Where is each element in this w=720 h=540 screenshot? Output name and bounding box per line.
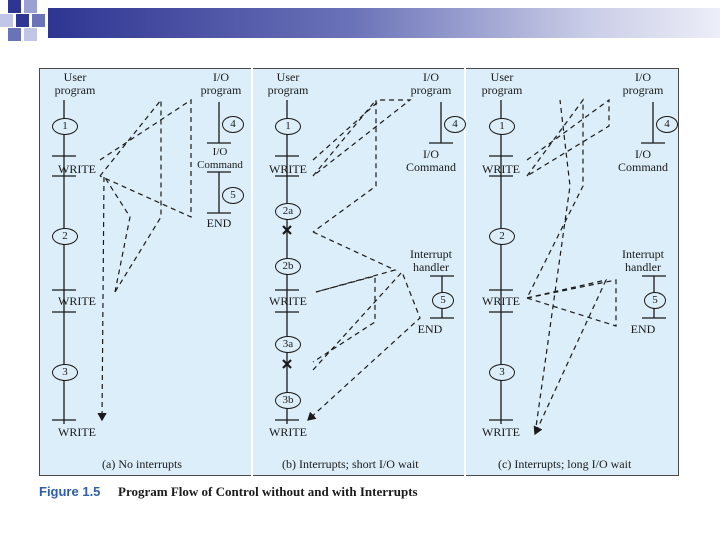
step-marker: 3b [275, 392, 301, 409]
write-label: WRITE [58, 162, 96, 176]
figure-label: Figure 1.5 [39, 484, 101, 499]
step-marker: 5 [432, 292, 454, 309]
step-marker: 4 [444, 116, 466, 133]
io-program-label: I/O program [410, 70, 452, 97]
step-marker: 2 [52, 228, 78, 245]
panel-caption: (b) Interrupts; short I/O wait [282, 457, 419, 471]
io-command-label: I/O Command [406, 147, 456, 174]
user-program-label: User program [481, 70, 523, 97]
step-marker: 2 [489, 228, 515, 245]
user-program-label: User program [267, 70, 309, 97]
step-marker: 1 [275, 118, 301, 135]
step-marker: 3a [275, 336, 301, 353]
write-label: WRITE [482, 425, 520, 439]
io-program-label: I/O program [622, 70, 664, 97]
panel-caption: (c) Interrupts; long I/O wait [498, 457, 632, 471]
step-marker: 5 [644, 292, 666, 309]
end-label: END [630, 322, 656, 336]
write-label: WRITE [482, 294, 520, 308]
figure-title: Program Flow of Control without and with… [118, 484, 418, 499]
panel-caption: (a) No interrupts [102, 457, 182, 471]
panel-divider [251, 68, 253, 476]
step-marker: 3 [489, 364, 515, 381]
end-label: END [417, 322, 443, 336]
io-command-label: I/O Command [197, 146, 243, 171]
step-marker: 2b [275, 258, 301, 275]
step-marker: 1 [489, 118, 515, 135]
write-label: WRITE [269, 162, 307, 176]
user-program-label: User program [54, 70, 96, 97]
write-label: WRITE [58, 294, 96, 308]
write-label: WRITE [58, 425, 96, 439]
step-marker: 1 [52, 118, 78, 135]
step-marker: 4 [656, 116, 678, 133]
interrupt-handler-label: Interrupt handler [410, 247, 452, 274]
interrupt-handler-label: Interrupt handler [622, 247, 664, 274]
figure-panel [39, 68, 679, 476]
interrupt-marker [282, 225, 292, 369]
io-program-label: I/O program [200, 70, 242, 97]
slide-header-banner [48, 8, 720, 38]
panel-divider [464, 68, 466, 476]
step-marker: 2a [275, 203, 301, 220]
write-label: WRITE [482, 162, 520, 176]
step-marker: 4 [222, 116, 244, 133]
write-label: WRITE [269, 294, 307, 308]
io-command-label: I/O Command [618, 147, 668, 174]
write-label: WRITE [269, 425, 307, 439]
step-marker: 3 [52, 364, 78, 381]
end-label: END [206, 216, 232, 230]
step-marker: 5 [222, 187, 244, 204]
